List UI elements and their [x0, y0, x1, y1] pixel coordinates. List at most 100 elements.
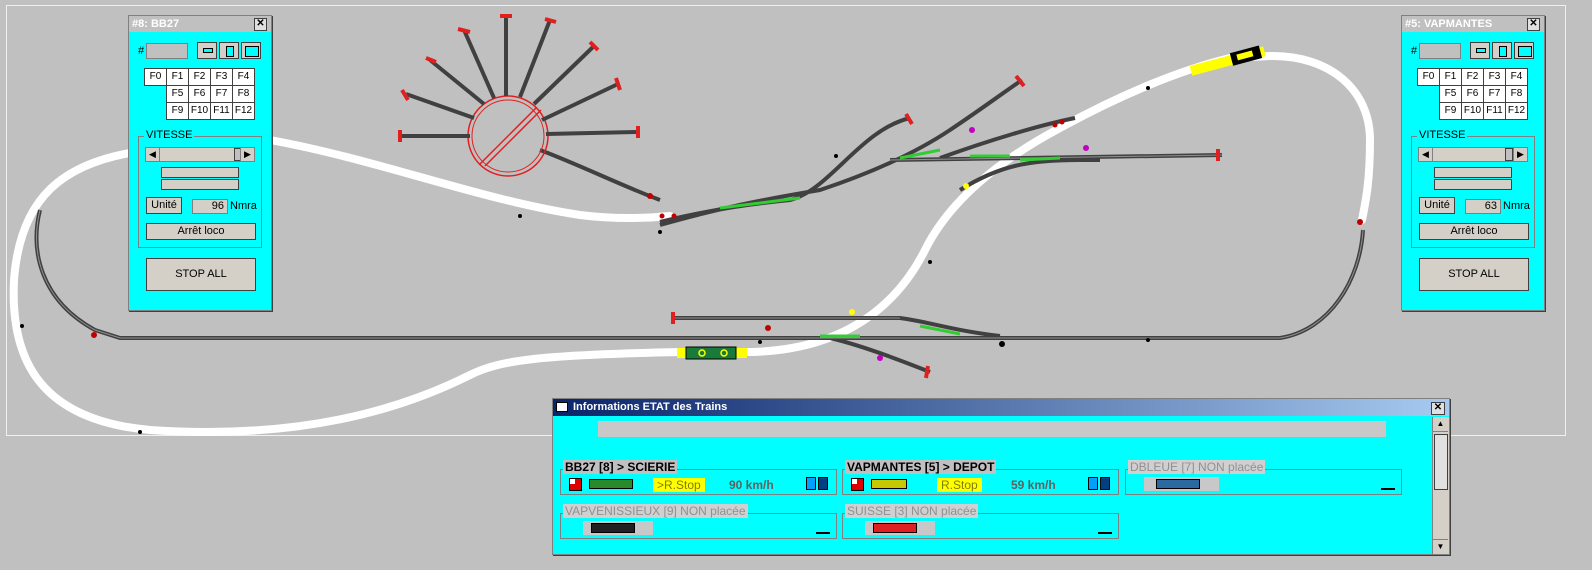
function-key[interactable]: F1 [1439, 68, 1462, 86]
train-card-suisse[interactable]: SUISSE [3] NON placée [842, 504, 1119, 539]
train-card-title: VAPMANTES [5] > DEPOT [845, 460, 997, 474]
close-icon[interactable]: ✕ [1527, 18, 1540, 31]
function-key[interactable]: F11 [210, 102, 233, 120]
function-key-grid: F0 F1 F2 F3 F4 F5 F6 F7 F8 F9 F10 F11 F1… [1417, 68, 1528, 120]
view-mode-buttons [1470, 42, 1534, 59]
train-speed: 59 km/h [1011, 478, 1056, 492]
function-key[interactable]: F10 [1461, 102, 1484, 120]
unit-button[interactable]: Unité [146, 197, 182, 214]
slider-left-arrow-icon[interactable]: ◀ [146, 148, 160, 161]
slider-thumb[interactable] [1505, 148, 1513, 161]
stop-all-button[interactable]: STOP ALL [1419, 258, 1529, 291]
function-key[interactable]: F4 [1505, 68, 1528, 86]
unit-button[interactable]: Unité [1419, 197, 1455, 214]
slider-left-arrow-icon[interactable]: ◀ [1419, 148, 1433, 161]
function-key[interactable]: F10 [188, 102, 211, 120]
train-card-title: BB27 [8] > SCIERIE [563, 460, 678, 474]
stop-loco-button[interactable]: Arrêt loco [146, 223, 256, 240]
loco-small-icon[interactable] [1098, 523, 1112, 534]
function-key[interactable]: F2 [188, 68, 211, 86]
slider-right-arrow-icon[interactable]: ▶ [1513, 148, 1527, 161]
close-icon[interactable]: ✕ [1431, 402, 1445, 415]
occupied-track-highlight [9, 51, 1375, 436]
small-view-button[interactable] [197, 42, 217, 59]
speed-slider[interactable]: ◀ ▶ [145, 147, 255, 162]
speed-slider[interactable]: ◀ ▶ [1418, 147, 1528, 162]
panel-icon[interactable] [806, 477, 816, 490]
function-key[interactable]: F1 [166, 68, 189, 86]
vertical-scrollbar[interactable]: ▲ ▼ [1432, 417, 1449, 554]
function-key[interactable]: F0 [1417, 68, 1440, 86]
medium-view-button[interactable] [219, 42, 239, 59]
large-view-button[interactable] [241, 42, 261, 59]
train-card-title: DBLEUE [7] NON placée [1128, 460, 1266, 474]
loco-panel-title: #5: VAPMANTES ✕ [1402, 16, 1544, 32]
loco-icon [871, 479, 907, 489]
scroll-thumb[interactable] [1434, 434, 1448, 490]
train-card-title: VAPVENISSIEUX [9] NON placée [563, 504, 748, 518]
loco-small-icon[interactable] [816, 523, 830, 534]
train-card-vapmantes[interactable]: VAPMANTES [5] > DEPOT R.Stop 59 km/h [842, 460, 1119, 495]
train-vapmantes-on-layout [1189, 45, 1266, 76]
close-icon[interactable]: ✕ [254, 18, 267, 31]
function-key[interactable]: F6 [1461, 85, 1484, 103]
controller-icon[interactable] [1100, 477, 1110, 490]
function-key[interactable]: F9 [1439, 102, 1462, 120]
loco-title-text: #5: VAPMANTES [1405, 18, 1493, 30]
function-key[interactable]: F12 [232, 102, 255, 120]
function-key[interactable]: F2 [1461, 68, 1484, 86]
large-view-button[interactable] [1514, 42, 1534, 59]
medium-view-button[interactable] [1492, 42, 1512, 59]
function-key[interactable]: F12 [1505, 102, 1528, 120]
function-key[interactable]: F0 [144, 68, 167, 86]
view-mode-buttons [197, 42, 261, 59]
function-key[interactable]: F7 [1483, 85, 1506, 103]
checkered-flag-icon [851, 478, 864, 491]
scroll-up-arrow-icon[interactable]: ▲ [1433, 417, 1448, 432]
function-key[interactable]: F3 [1483, 68, 1506, 86]
loco-title-text: #8: BB27 [132, 18, 180, 30]
function-key[interactable]: F9 [166, 102, 189, 120]
info-window-titlebar[interactable]: Informations ETAT des Trains ✕ [553, 399, 1449, 416]
train-bb27-on-layout [677, 346, 747, 360]
controller-icon[interactable] [818, 477, 828, 490]
train-card-bb27[interactable]: BB27 [8] > SCIERIE >R.Stop 90 km/h [560, 460, 837, 495]
slider-right-arrow-icon[interactable]: ▶ [240, 148, 254, 161]
scroll-down-arrow-icon[interactable]: ▼ [1433, 539, 1448, 554]
train-card-dbleue[interactable]: DBLEUE [7] NON placée [1125, 460, 1402, 495]
decoder-address-value: 63 [1465, 199, 1501, 214]
buffer-stops [398, 14, 1220, 379]
decoder-address-value: 96 [192, 199, 228, 214]
loco-panel-bb27: #8: BB27 ✕ # F0 F1 F2 F3 F4 F5 F6 F7 F8 … [128, 15, 272, 311]
train-card-vapvenissieux[interactable]: VAPVENISSIEUX [9] NON placée [560, 504, 837, 539]
loco-icon [591, 523, 635, 533]
small-view-button[interactable] [1470, 42, 1490, 59]
train-info-window: Informations ETAT des Trains ✕ BB27 [8] … [552, 398, 1450, 555]
function-key[interactable]: F7 [210, 85, 233, 103]
function-key[interactable]: F8 [1505, 85, 1528, 103]
protocol-label: Nmra [230, 200, 257, 212]
info-window-title: Informations ETAT des Trains [573, 401, 728, 413]
stop-loco-button[interactable]: Arrêt loco [1419, 223, 1529, 240]
function-key[interactable]: F5 [1439, 85, 1462, 103]
address-input[interactable] [1419, 43, 1461, 59]
loco-small-icon[interactable] [1381, 479, 1395, 490]
loco-panel-vapmantes: #5: VAPMANTES ✕ # F0 F1 F2 F3 F4 F5 F6 F… [1401, 15, 1545, 311]
function-key[interactable]: F4 [232, 68, 255, 86]
function-key[interactable]: F5 [166, 85, 189, 103]
function-key[interactable]: F6 [188, 85, 211, 103]
function-key[interactable]: F8 [232, 85, 255, 103]
speed-display-top [161, 167, 239, 178]
stop-all-button[interactable]: STOP ALL [146, 258, 256, 291]
loco-icon [873, 523, 917, 533]
function-key[interactable]: F11 [1483, 102, 1506, 120]
panel-icon[interactable] [1088, 477, 1098, 490]
function-key[interactable]: F3 [210, 68, 233, 86]
info-message-bar [598, 421, 1386, 437]
address-input[interactable] [146, 43, 188, 59]
train-card-title: SUISSE [3] NON placée [845, 504, 979, 518]
turntable-spokes [400, 16, 639, 138]
speed-group-label: VITESSE [1417, 129, 1468, 141]
address-label: # [1411, 45, 1418, 57]
